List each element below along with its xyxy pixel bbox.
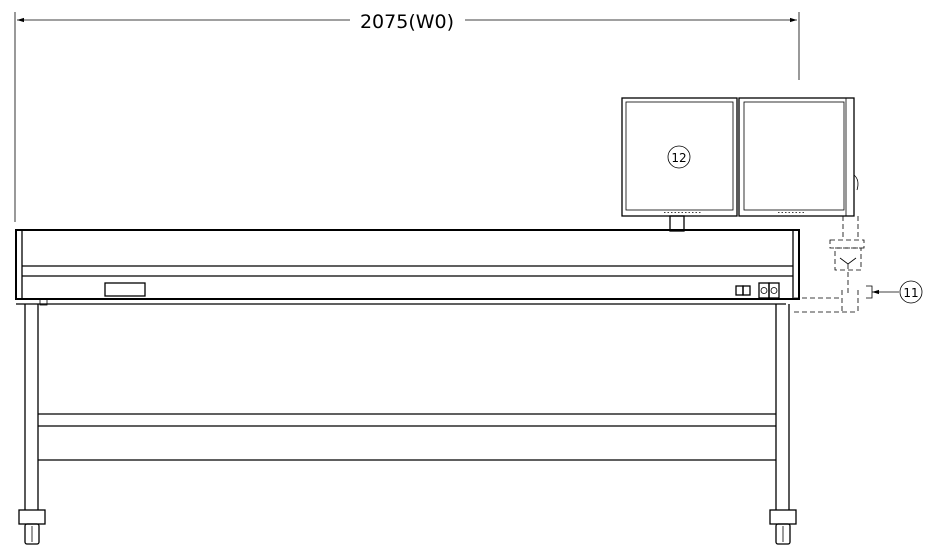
overall-width-dimension: 2075(W0) xyxy=(14,11,800,222)
desk-top-assembly xyxy=(15,229,800,306)
dimension-label: 2075(W0) xyxy=(360,11,454,33)
callout-12: 12 xyxy=(667,145,691,169)
rear-mount-bracket: 11 xyxy=(794,216,923,313)
callout-12-number: 12 xyxy=(671,151,686,165)
monitor-side-knob xyxy=(853,174,859,191)
monitor-left-screen xyxy=(625,101,734,211)
bracket-hook xyxy=(839,257,857,265)
caster-left-wheel xyxy=(24,523,40,545)
monitor-stand-neck xyxy=(669,215,685,232)
caster-right xyxy=(769,509,797,545)
desk-top-outline xyxy=(15,229,800,300)
callout-11: 11 xyxy=(899,280,923,304)
callout-11-number: 11 xyxy=(903,286,918,300)
outlet-2 xyxy=(768,282,780,299)
dimension-value: 2075 xyxy=(360,11,408,33)
callout-12-circle xyxy=(667,145,691,169)
bracket-body xyxy=(834,247,862,271)
callout-11-circle xyxy=(899,280,923,304)
outlet-2-socket xyxy=(770,287,778,294)
dual-monitor-assembly: 12 xyxy=(621,97,859,232)
switch-2 xyxy=(742,285,751,296)
monitor-right-side-panel xyxy=(845,97,855,217)
bracket-clamp xyxy=(866,285,873,299)
caster-right-wheel xyxy=(775,523,791,545)
caster-left-mount xyxy=(18,509,46,525)
front-label-plate xyxy=(104,282,146,297)
desk-frame xyxy=(24,304,790,510)
left-connector-detail xyxy=(39,298,48,306)
outlet-1-socket xyxy=(760,287,768,294)
switch-1 xyxy=(735,285,744,296)
monitor-right-frame xyxy=(738,97,855,217)
outlet-1 xyxy=(758,282,770,299)
caster-left xyxy=(18,509,46,545)
monitor-right-screen xyxy=(743,101,845,211)
caster-right-mount xyxy=(769,509,797,525)
dimension-unit-label: (W0) xyxy=(408,11,454,33)
bracket-top-plate xyxy=(829,239,865,249)
